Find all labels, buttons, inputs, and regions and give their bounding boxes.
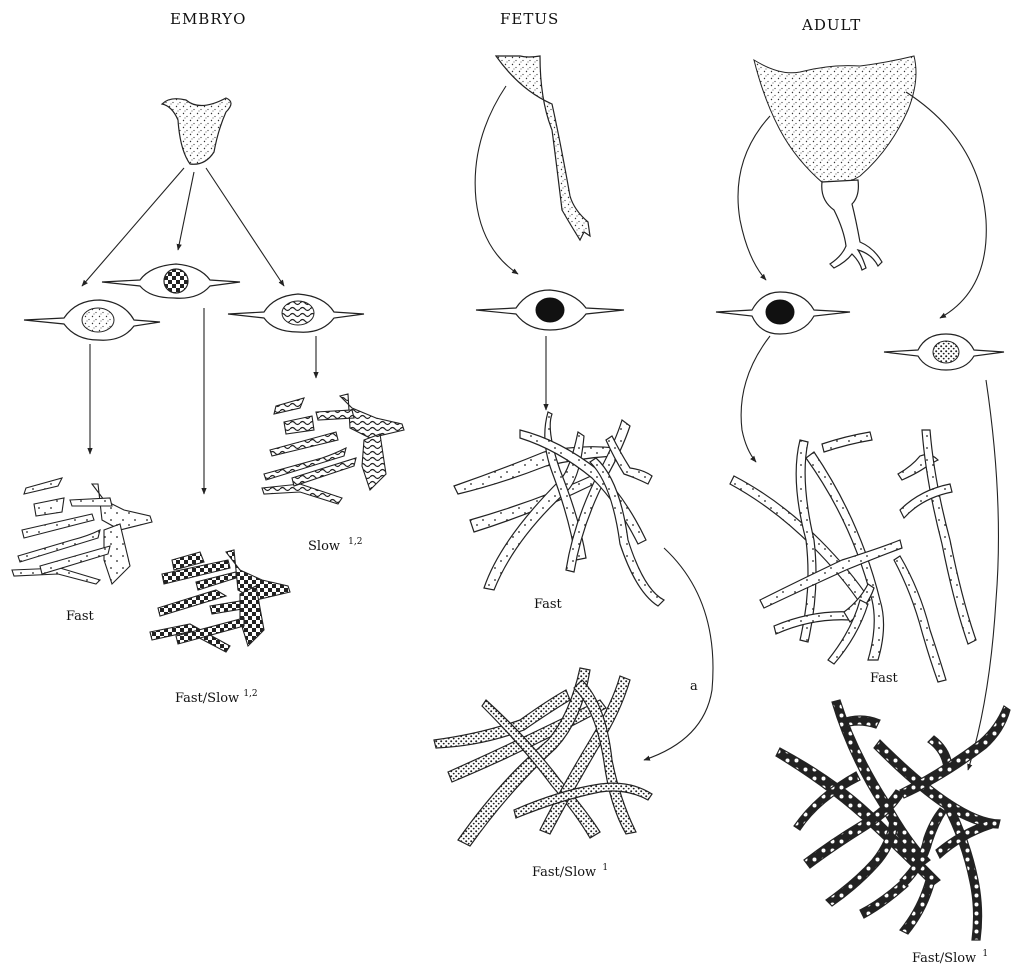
- embryo-fibers-fastslow: [150, 550, 290, 652]
- embryo-label-fastslow: Fast/Slow 1,2: [175, 689, 258, 706]
- embryo-arrow-right: [206, 168, 284, 286]
- adult-arrow-fastslow: [968, 380, 998, 770]
- adult-label-fast: Fast: [870, 671, 899, 686]
- adult-arrow-fast: [741, 336, 770, 462]
- adult-arrow-right: [906, 92, 986, 318]
- embryo-myoblast-slow: [228, 294, 364, 332]
- adult-myoblast-stippled: [884, 334, 1004, 370]
- fetus-myoblast: [476, 290, 624, 330]
- fetus-label-fastslow-sup: 1: [602, 863, 608, 873]
- adult-bird-body: [754, 56, 916, 185]
- embryo-label-slow: Slow 1,2: [308, 537, 363, 554]
- embryo-label-slow-text: Slow: [308, 539, 340, 554]
- stage-title-embryo: EMBRYO: [170, 10, 246, 28]
- adult-arrow-left: [738, 116, 770, 280]
- embryo-fibers-fast: [12, 478, 152, 584]
- fetus-arrow-a: [644, 548, 713, 760]
- adult-fibers-fastslow: [776, 700, 1010, 940]
- adult-label-fastslow: Fast/Slow 1: [912, 949, 988, 966]
- fetus-fibers-fastslow: [434, 668, 652, 846]
- embryo-fibers-slow: [262, 394, 404, 504]
- fetus-arrow-limb: [475, 86, 518, 274]
- stage-title-adult: ADULT: [801, 16, 861, 34]
- embryo-label-fastslow-sup: 1,2: [243, 689, 257, 699]
- embryo-myoblast-fastslow: [102, 264, 240, 298]
- embryo-somite: [162, 98, 231, 164]
- embryo-label-fastslow-text: Fast/Slow: [175, 691, 239, 706]
- adult-myoblast-dark: [716, 292, 850, 334]
- adult-bird-leg: [822, 180, 882, 270]
- embryo-myoblast-fast: [24, 300, 160, 340]
- embryo-label-slow-sup: 1,2: [348, 537, 362, 547]
- fetus-arrow-a-label: a: [690, 679, 698, 694]
- fetus-column: a Fast Fast/Slow 1: [434, 56, 713, 880]
- fetus-label-fast: Fast: [534, 597, 563, 612]
- adult-column: Fast Fast/Slow 1: [716, 56, 1010, 966]
- fetus-label-fastslow-text: Fast/Slow: [532, 865, 596, 880]
- adult-label-fastslow-text: Fast/Slow: [912, 951, 976, 966]
- embryo-column: Fast Fast/Slow 1,2 Slow 1,2: [12, 98, 404, 706]
- fetus-label-fastslow: Fast/Slow 1: [532, 863, 608, 880]
- embryo-arrow-middle: [178, 172, 194, 250]
- stage-title-fetus: FETUS: [500, 10, 559, 28]
- adult-fibers-fast: [730, 430, 976, 682]
- embryo-label-fast: Fast: [66, 609, 95, 624]
- adult-label-fastslow-sup: 1: [982, 949, 988, 959]
- fetus-limb: [496, 56, 590, 240]
- fetus-fibers-fast: [454, 412, 664, 606]
